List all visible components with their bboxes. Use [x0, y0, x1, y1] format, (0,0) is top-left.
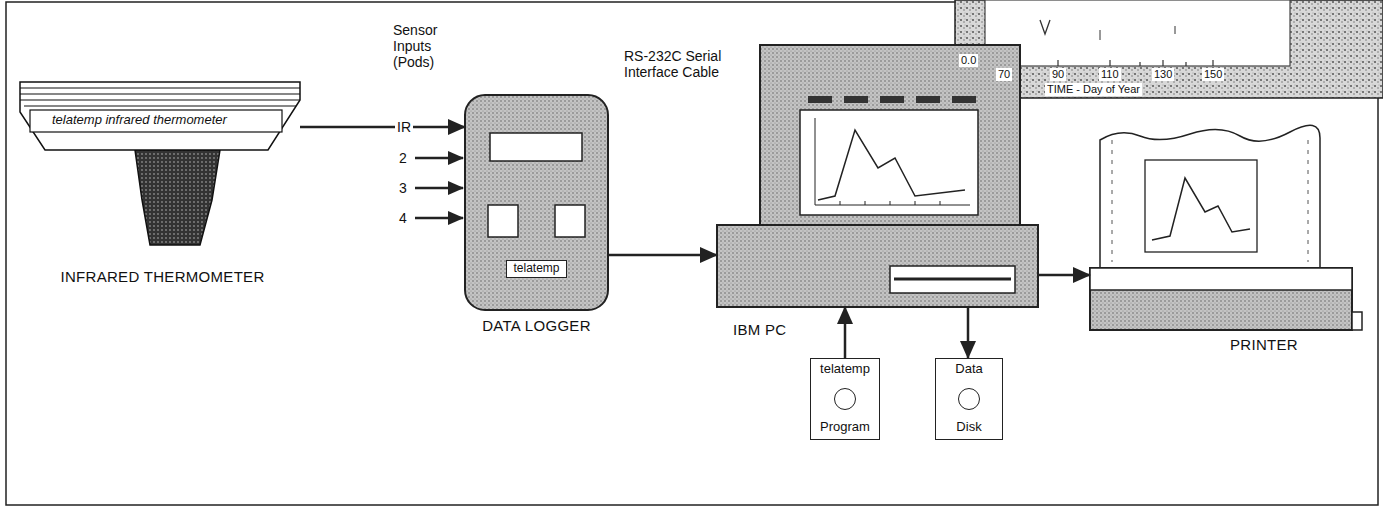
data-logger-node: telatempDATA LOGGER [465, 95, 608, 310]
axis-value: 70 [996, 68, 1012, 81]
axis-value: 150 [1202, 68, 1224, 81]
printer [1090, 125, 1362, 330]
device-brand: telatemp infrared thermometer [52, 113, 227, 128]
connector-arrow [967, 307, 970, 358]
printer-node: PRINTER [1090, 130, 1352, 330]
thermometer-node: telatemp infrared thermometerINFRARED TH… [20, 82, 300, 152]
connector-arrow [844, 307, 847, 358]
connector-arrow [608, 254, 717, 257]
data-disk: DataDisk [935, 358, 1003, 440]
program-disk: telatempProgram [810, 358, 880, 440]
axis-value: 0.0 [959, 54, 978, 67]
edge-label: IR [395, 119, 413, 135]
connector-arrow [300, 126, 465, 129]
sensor-inputs-label: Sensor Inputs (Pods) [393, 22, 455, 70]
disk-name: Program [820, 420, 870, 435]
axis-title: TIME - Day of Year [1045, 83, 1142, 96]
input-number: 2 [399, 150, 407, 166]
connector-arrow [1038, 274, 1090, 277]
axis-value: 110 [1099, 68, 1121, 81]
input-number: 4 [399, 210, 407, 226]
disk-label: telatemp [820, 362, 870, 377]
sensor-arrows [415, 158, 463, 218]
device-title: PRINTER [1230, 336, 1298, 353]
ibm-pc [717, 45, 1038, 307]
edge-label: RS-232C Serial Interface Cable [622, 48, 726, 80]
device-title: DATA LOGGER [455, 317, 618, 334]
infrared-thermometer [20, 82, 300, 245]
disk-name: Disk [956, 420, 981, 435]
device-title: IBM PC [733, 321, 786, 338]
disk-label: Data [955, 362, 982, 377]
pc-node: IBM PC [717, 45, 1038, 307]
brand-badge: telatemp [506, 260, 566, 278]
input-number: 3 [399, 180, 407, 196]
data-logger-body [465, 95, 608, 310]
disk-hub [958, 388, 980, 410]
frame [6, 2, 1378, 505]
disk-hub [834, 388, 856, 410]
device-title: INFRARED THERMOMETER [20, 268, 305, 285]
axis-value: 130 [1152, 68, 1174, 81]
axis-value: 90 [1050, 68, 1066, 81]
